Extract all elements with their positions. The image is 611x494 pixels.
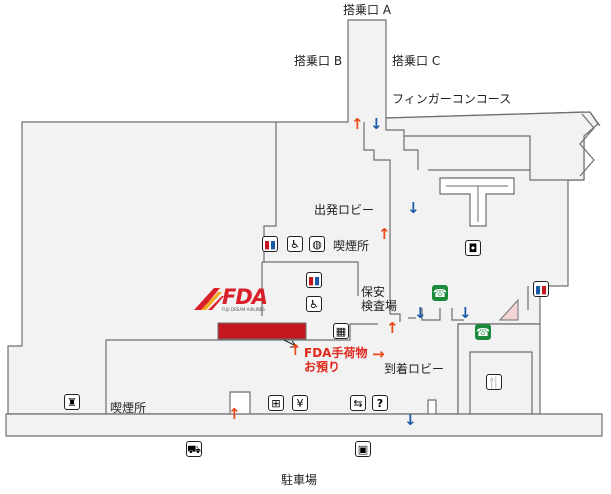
baggage-carousel <box>439 177 515 227</box>
fda-baggage-label-1: FDA手荷物 <box>304 346 368 360</box>
telephone-icon: ☎ <box>475 324 491 340</box>
fda-checkin-counter <box>217 322 307 340</box>
down-arrow-icon: ↓ <box>404 411 417 429</box>
fda-baggage-label-2: お預り <box>304 360 341 374</box>
up-arrow-icon: ↑ <box>289 341 302 359</box>
police-icon: ♜ <box>64 394 80 410</box>
stairs <box>498 298 519 321</box>
security-line1-label: 保安 <box>361 285 386 299</box>
fda-logo-text: FDA <box>222 285 268 309</box>
gift-shop-icon: ⊞ <box>268 395 284 411</box>
up-arrow-icon: ↑ <box>228 405 241 423</box>
car-icon: ⛟ <box>186 441 202 457</box>
telephone-icon: ☎ <box>432 285 448 301</box>
bus-icon: ▣ <box>355 441 371 457</box>
up-arrow-icon: ↑ <box>386 319 399 337</box>
gate-c-label: 搭乗口 C <box>392 54 441 68</box>
gate-b-label: 搭乗口 B <box>294 54 343 68</box>
smoking-room-upper-label: 喫煙所 <box>333 239 370 253</box>
atm-yen-icon: ¥ <box>292 395 308 411</box>
accessible-restroom-icon: ♿ <box>306 296 322 312</box>
fda-logo-subtext: FUJI DREAM AIRLINES <box>222 307 265 312</box>
down-arrow-icon: ↓ <box>459 304 472 322</box>
baggage-scanner-icon: ▦ <box>333 323 349 339</box>
down-arrow-icon: ↓ <box>407 199 420 217</box>
restaurant-icon: 🍴 <box>486 374 502 390</box>
finger-concourse-label: フィンガーコンコース <box>392 92 512 106</box>
down-arrow-icon: ↓ <box>414 304 427 322</box>
baggage-claim-icon: ◘ <box>465 240 481 256</box>
departure-lobby-label: 出発ロビー <box>314 203 375 217</box>
security-line2-label: 検査場 <box>361 299 398 313</box>
restroom-icon: ▮▮ <box>262 236 278 252</box>
up-arrow-icon: ↑ <box>351 115 364 133</box>
parking-label: 駐車場 <box>281 473 318 487</box>
information-icon: ? <box>372 395 388 411</box>
up-arrow-icon: ↑ <box>378 225 391 243</box>
down-arrow-icon: ↓ <box>370 115 383 133</box>
fda-logo-mark <box>194 288 224 310</box>
coin-locker-icon: ⇆ <box>350 395 366 411</box>
gate-a-label: 搭乗口 A <box>343 3 392 17</box>
restroom-icon: ▮▮ <box>533 281 549 297</box>
nursing-room-icon: ◍ <box>309 236 325 252</box>
restroom-icon: ▮▮ <box>306 272 322 288</box>
smoking-room-lower-label: 喫煙所 <box>110 401 147 415</box>
arrival-lobby-label: 到着ロビー <box>384 362 445 376</box>
right-arrow-icon: → <box>372 345 385 363</box>
accessible-restroom-icon: ♿ <box>287 236 303 252</box>
front-corridor <box>5 413 603 437</box>
